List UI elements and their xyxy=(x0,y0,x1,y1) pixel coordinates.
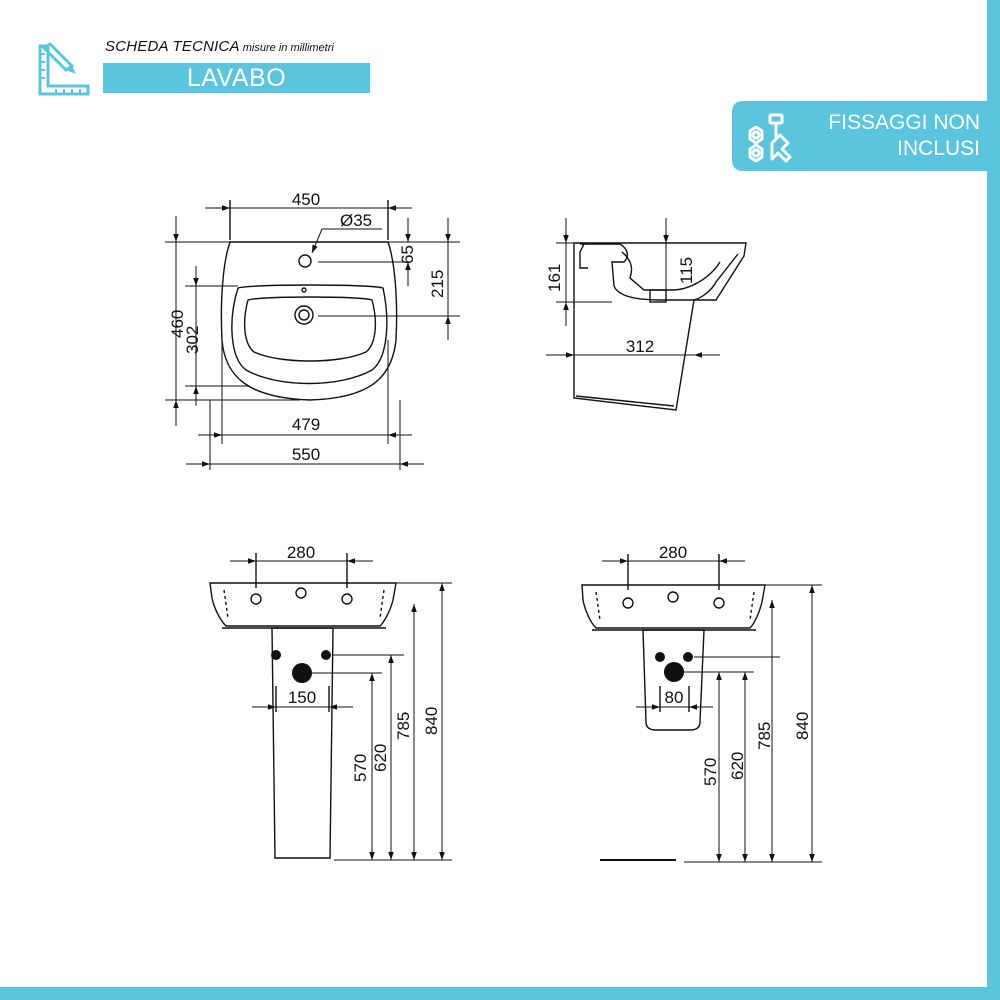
semi-fixing-left xyxy=(655,652,665,662)
side-view xyxy=(573,242,747,411)
dim-hole-diameter: Ø35 xyxy=(340,211,372,230)
dim-basin-depth: 302 xyxy=(183,326,202,354)
dim-depth-to-drain: 215 xyxy=(428,270,447,298)
dim-hole-offset: 65 xyxy=(398,245,417,264)
badge-line-1: FISSAGGI NON xyxy=(828,111,980,134)
front-pedestal-dimensions xyxy=(230,558,452,861)
dim-semi-h3: 785 xyxy=(755,722,774,750)
drafting-ruler-pencil-icon xyxy=(38,42,90,96)
front-semipedestal-dimensions xyxy=(602,558,822,863)
dim-semi-h4: 840 xyxy=(793,712,812,740)
dim-total-width: 550 xyxy=(292,445,320,464)
bolts-nuts-icon xyxy=(748,113,792,163)
badge-text: FISSAGGI NON INCLUSI xyxy=(828,110,980,162)
dim-ped-h1: 570 xyxy=(351,754,370,782)
dim-side-height: 161 xyxy=(545,264,564,292)
dim-top-width: 450 xyxy=(292,190,320,209)
header-title: SCHEDA TECNICA xyxy=(105,38,240,55)
fixings-badge: FISSAGGI NON INCLUSI xyxy=(732,101,994,171)
semi-fixing-right xyxy=(683,652,693,662)
top-view xyxy=(220,200,398,401)
badge-line-2: INCLUSI xyxy=(897,137,980,160)
header-subtitle: misure in millimetri xyxy=(242,42,334,54)
frame-bottom xyxy=(0,987,1000,1000)
top-view-dimensions xyxy=(165,205,460,470)
dim-depth-total: 460 xyxy=(168,310,187,338)
dim-ped-hole-spacing: 280 xyxy=(287,543,315,562)
dim-ped-h3: 785 xyxy=(394,712,413,740)
dim-basin-width: 479 xyxy=(292,415,320,434)
front-semipedestal-view xyxy=(581,554,766,861)
dim-semi-h2: 620 xyxy=(728,752,747,780)
dim-ped-h4: 840 xyxy=(422,707,441,735)
product-banner: LAVABO xyxy=(103,63,370,93)
side-view-dimensions xyxy=(546,218,720,358)
dim-ped-h2: 620 xyxy=(371,744,390,772)
ped-drain xyxy=(292,663,312,683)
frame-right xyxy=(987,0,1000,1000)
dim-semi-hole-spacing: 280 xyxy=(659,543,687,562)
ped-fixing-left xyxy=(271,650,281,660)
dim-ped-drain-width: 150 xyxy=(288,688,316,707)
ped-fixing-right xyxy=(321,650,331,660)
semi-drain xyxy=(664,662,684,682)
dim-semi-h1: 570 xyxy=(701,758,720,786)
dim-bowl-depth: 115 xyxy=(677,257,696,284)
dim-projection: 312 xyxy=(626,337,654,356)
dim-semi-drain-width: 80 xyxy=(665,688,684,707)
